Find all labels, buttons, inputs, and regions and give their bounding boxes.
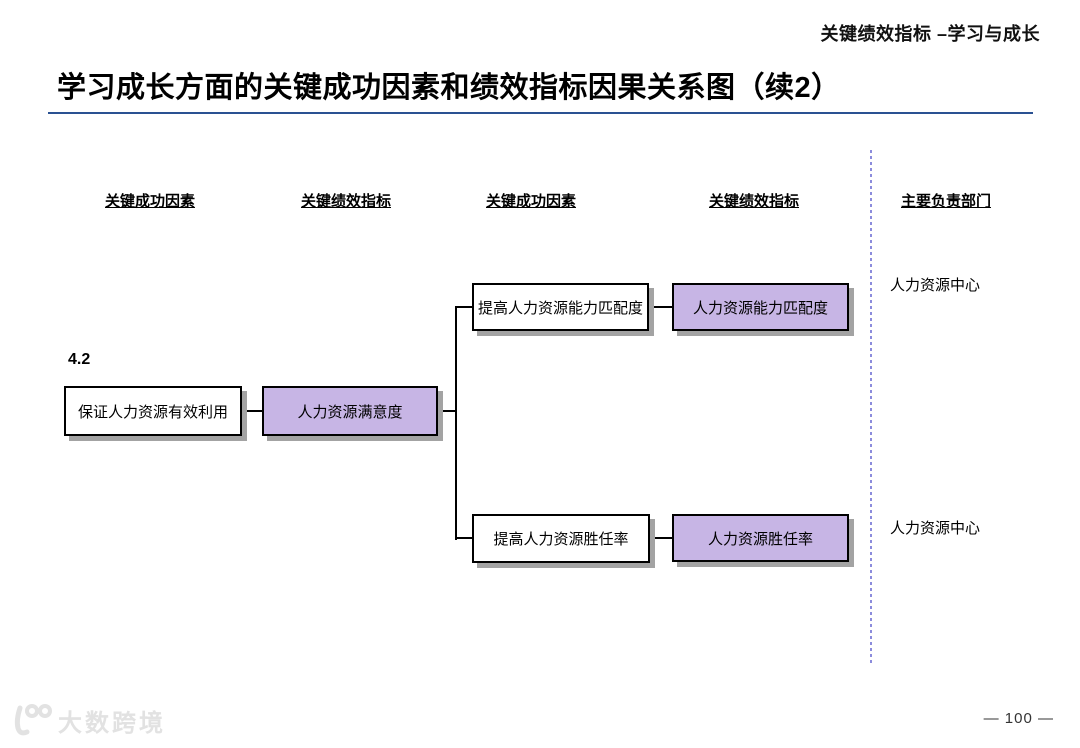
department-label-top: 人力资源中心 — [890, 277, 981, 294]
column-header-csf-2: 关键成功因素 — [485, 193, 577, 210]
watermark-text: 大数跨境 — [58, 709, 166, 737]
group-label: 4.2 — [68, 351, 91, 368]
connector-line — [649, 306, 672, 308]
column-header-csf-1: 关键成功因素 — [104, 193, 196, 210]
title-underline — [48, 112, 1033, 114]
slide-eyebrow: 关键绩效指标 –学习与成长 — [820, 24, 1040, 44]
node-csf-bottom: 提高人力资源胜任率 — [472, 514, 650, 563]
node-label: 提高人力资源胜任率 — [493, 531, 629, 548]
node-label: 保证人力资源有效利用 — [77, 403, 228, 421]
node-csf-top: 提高人力资源能力匹配度 — [472, 283, 649, 331]
brand-logo-icon — [8, 700, 52, 740]
page-title: 学习成长方面的关键成功因素和绩效指标因果关系图（续2） — [57, 72, 841, 104]
connector-line — [438, 410, 456, 412]
connector-line — [650, 537, 672, 539]
node-kpi-main: 人力资源满意度 — [262, 386, 438, 436]
node-label: 提高人力资源能力匹配度 — [477, 299, 643, 317]
node-label: 人力资源能力匹配度 — [692, 299, 828, 317]
divider-dashed-line — [870, 150, 872, 664]
connector-line — [456, 306, 472, 308]
node-label: 人力资源满意度 — [297, 403, 403, 421]
connector-branch-line — [455, 306, 457, 540]
node-label: 人力资源胜任率 — [707, 530, 813, 548]
column-header-kpi-1: 关键绩效指标 — [300, 193, 392, 210]
node-kpi-top: 人力资源能力匹配度 — [672, 283, 849, 331]
node-kpi-bottom: 人力资源胜任率 — [672, 514, 849, 562]
department-label-bottom: 人力资源中心 — [890, 520, 981, 537]
connector-line — [456, 537, 472, 539]
column-header-kpi-2: 关键绩效指标 — [708, 193, 800, 210]
page-number: — 100 — — [983, 710, 1054, 727]
column-header-departments: 主要负责部门 — [900, 193, 992, 210]
watermark: 大数跨境 — [8, 700, 166, 740]
connector-line — [242, 410, 262, 412]
node-csf-main: 保证人力资源有效利用 — [64, 386, 242, 436]
